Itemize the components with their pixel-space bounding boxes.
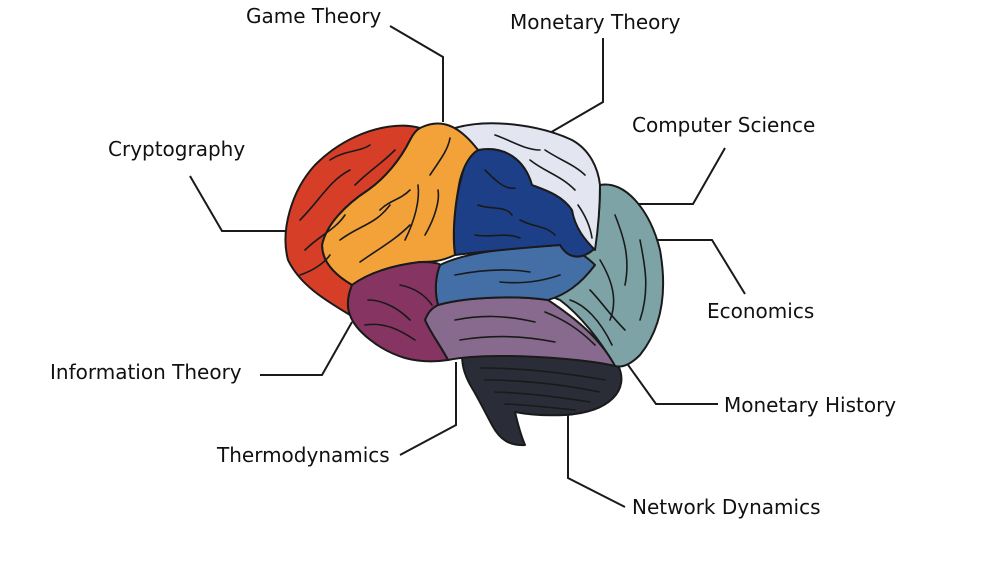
leader-game-theory: [389, 25, 444, 122]
leader-lines: [189, 25, 746, 508]
label-thermodynamics: Thermodynamics: [217, 443, 390, 467]
brain-folds: [299, 134, 647, 411]
label-network-dynamics: Network Dynamics: [632, 495, 821, 519]
region-information-theory: [346, 261, 449, 363]
label-monetary-theory: Monetary Theory: [510, 10, 681, 34]
leader-information-theory: [260, 321, 353, 376]
label-economics: Economics: [707, 299, 815, 323]
leader-monetary-theory: [547, 38, 604, 135]
leader-economics: [655, 239, 746, 295]
leader-network-dynamics: [567, 415, 626, 508]
label-cryptography: Cryptography: [108, 137, 246, 161]
leader-cryptography: [189, 175, 285, 232]
label-computer-science: Computer Science: [632, 113, 816, 137]
leader-thermodynamics: [399, 362, 457, 456]
label-information-theory: Information Theory: [50, 360, 242, 384]
label-game-theory: Game Theory: [246, 4, 382, 28]
region-network-dynamics: [461, 351, 623, 447]
label-monetary-history: Monetary History: [724, 393, 897, 417]
region-monetary-theory: [454, 122, 601, 251]
